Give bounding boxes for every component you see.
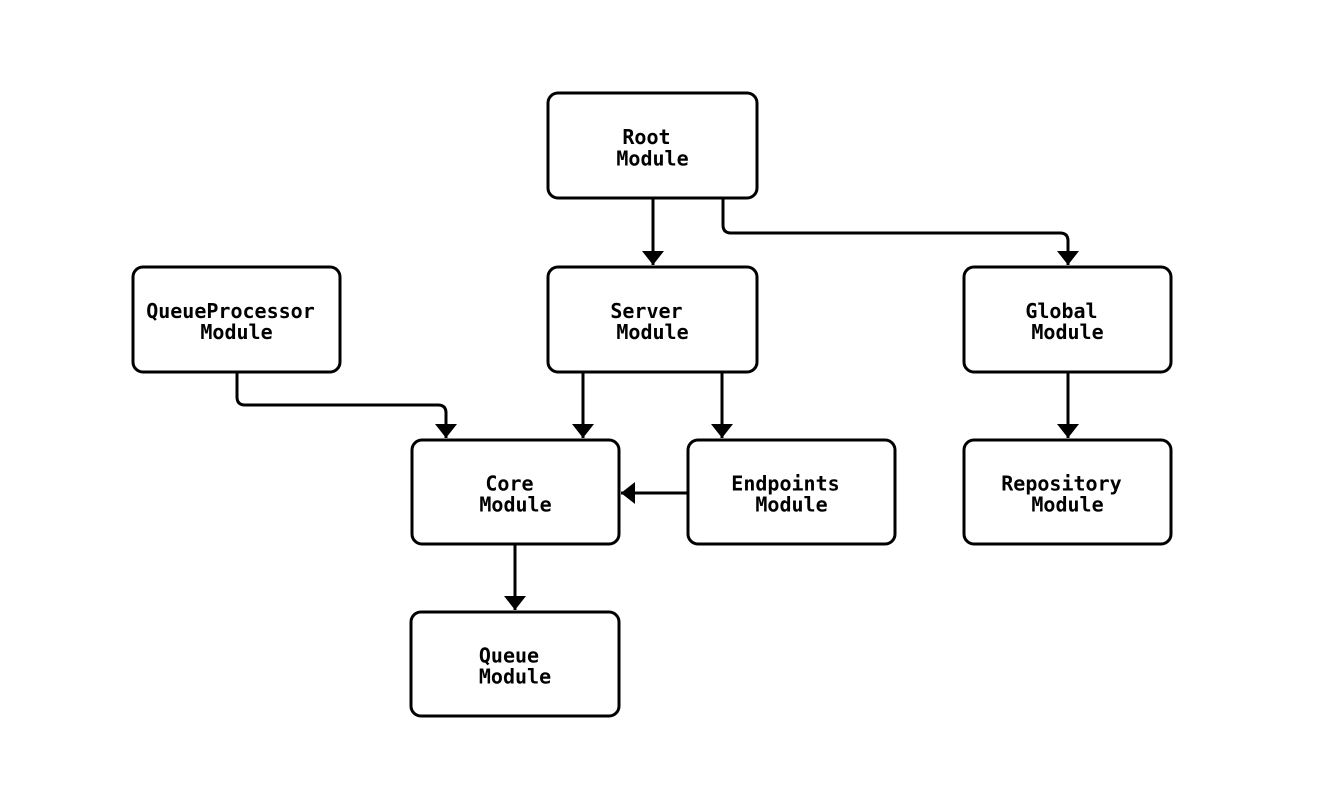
node-root-box — [546, 91, 759, 200]
node-repository: Repository Module — [962, 438, 1173, 546]
node-server-label: Server Module — [610, 299, 694, 344]
node-endpoints: Endpoints Module — [686, 438, 897, 546]
node-endpoints-box — [686, 438, 897, 546]
node-core-box — [410, 438, 621, 546]
node-core-label: Core Module — [479, 472, 551, 517]
node-root-label: Root Module — [616, 125, 688, 171]
node-server: Server Module — [546, 265, 759, 374]
node-queueprocessor: QueueProcessor Module — [131, 265, 342, 374]
node-queueprocessor-label: QueueProcessor Module — [146, 299, 327, 344]
node-root: Root Module — [546, 91, 759, 200]
node-global-box — [962, 265, 1173, 374]
edge-root-to-global — [721, 198, 1079, 265]
node-queue-box — [409, 610, 621, 718]
node-global: Global Module — [962, 265, 1173, 374]
node-repository-label: Repository Module — [1001, 472, 1133, 517]
node-endpoints-label: Endpoints Module — [731, 472, 851, 517]
node-queueprocessor-box — [131, 265, 342, 374]
node-repository-box — [962, 438, 1173, 546]
node-queue: Queue Module — [409, 610, 621, 718]
node-server-box — [546, 265, 759, 374]
node-queue-label: Queue Module — [479, 644, 551, 689]
node-global-label: Global Module — [1025, 299, 1109, 344]
node-core: Core Module — [410, 438, 621, 546]
edge-queueprocessor-to-core — [235, 372, 457, 438]
